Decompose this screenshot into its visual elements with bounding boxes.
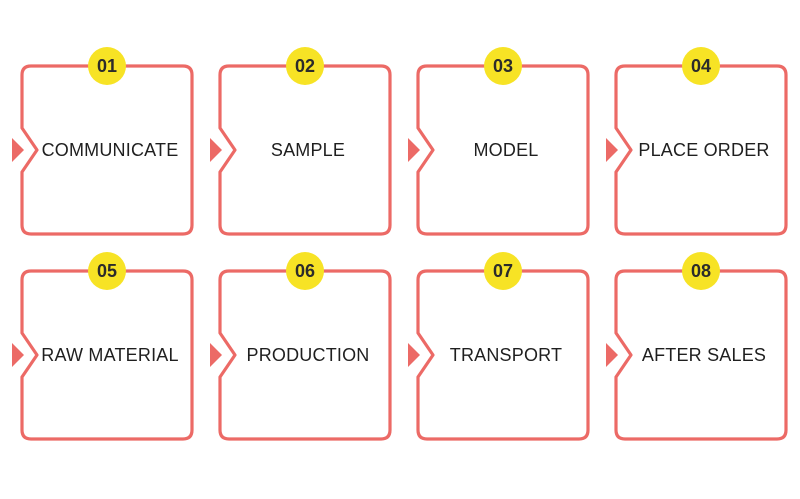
step-label: TRANSPORT [449,344,563,365]
step-frame [408,269,590,441]
step-label: PRODUCTION [246,344,370,365]
step-border [20,269,194,441]
step-label: SAMPLE [270,139,346,160]
step-number-badge: 07 [484,252,522,290]
step-border [218,64,392,236]
step-number-badge: 06 [286,252,324,290]
step-frame [12,269,194,441]
step-label: MODEL [473,139,539,160]
step-border [416,269,590,441]
step-frame [606,64,788,236]
arrow-right-icon [408,138,420,162]
step-border [614,269,788,441]
step-number-badge: 03 [484,47,522,85]
step-frame [210,269,392,441]
step-number-badge: 02 [286,47,324,85]
step-border [614,64,788,236]
step-frame [606,269,788,441]
step-border [416,64,590,236]
step-frame [408,64,590,236]
step-label: PLACE ORDER [638,139,770,160]
step-label: RAW MATERIAL [41,344,179,365]
arrow-right-icon [606,138,618,162]
step-frame [12,64,194,236]
step-border [20,64,194,236]
step-label: AFTER SALES [641,344,767,365]
arrow-right-icon [210,343,222,367]
arrow-right-icon [606,343,618,367]
step-number-badge: 01 [88,47,126,85]
step-number-badge: 08 [682,252,720,290]
step-label: COMMUNICATE [41,139,179,160]
step-number-badge: 05 [88,252,126,290]
step-frame [210,64,392,236]
arrow-right-icon [12,343,24,367]
step-number-badge: 04 [682,47,720,85]
arrow-right-icon [408,343,420,367]
arrow-right-icon [210,138,222,162]
step-border [218,269,392,441]
arrow-right-icon [12,138,24,162]
